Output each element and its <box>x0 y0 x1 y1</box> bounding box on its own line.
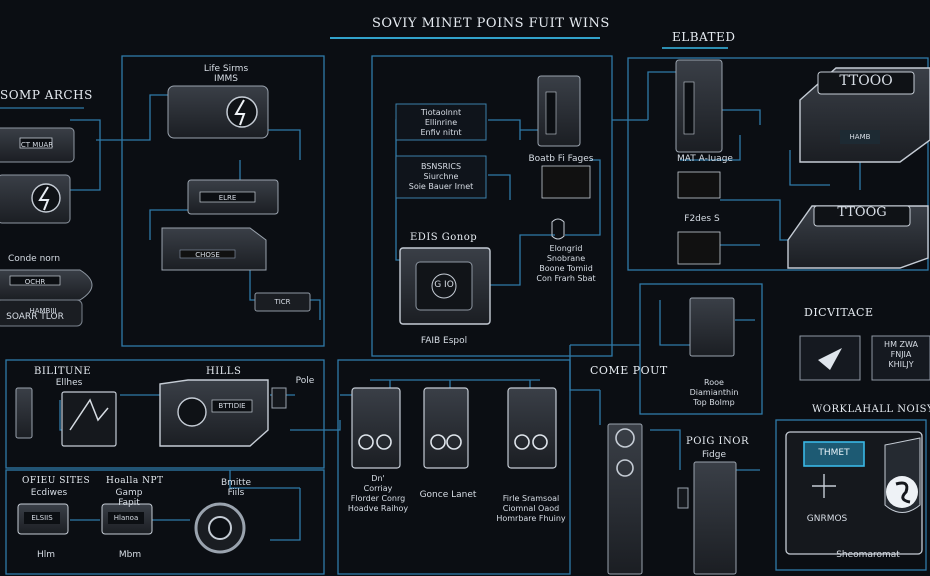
label-gk-mark: G IO <box>434 280 454 290</box>
label-ctr-b: ELRE <box>218 194 237 202</box>
label-thmet: THMET <box>818 448 850 458</box>
section-comp-pout: COME POUT <box>590 364 668 377</box>
label-soarr: SOARR TLOR <box>6 312 64 322</box>
label-dev-b: Mbm <box>118 550 142 560</box>
label-gnrmos: GNRMOS <box>806 514 848 524</box>
label-elbro-stack: Elongrid Snobrane Boone Tomiid Con Frarh… <box>536 244 596 283</box>
label-mflays: Fidge <box>702 450 726 460</box>
label-brtte: Bmitte Fiils <box>220 478 252 498</box>
label-mat-a: MAT A-Iuage <box>677 154 733 164</box>
label-dev-a: Hlm <box>36 550 56 560</box>
panel-bottom-left <box>5 359 325 469</box>
label-ecd: Ecdiwes <box>30 488 68 498</box>
label-dnt: Dn' Corriay Florder Conrg Hoadve Raihoy <box>347 474 409 513</box>
label-fire: Firle Sramsoal Ciomnal Oaod Homrbare Fhu… <box>496 494 566 523</box>
panel-workhall <box>775 419 927 571</box>
device-workhall <box>785 431 923 555</box>
label-pole: Pole <box>295 376 315 386</box>
panel-center <box>371 55 613 357</box>
section-poing-inor: POIG INOR <box>686 436 749 447</box>
label-hd-tab: HM ZWA FNJIA KHILJY <box>884 340 918 369</box>
panel-bottom-center <box>337 359 571 575</box>
section-hand-npt: Hoalla NPT <box>106 476 164 486</box>
panel-left-center <box>121 55 325 347</box>
section-workhall: WORKLAHALL NOISY <box>812 404 930 415</box>
device-switch <box>161 179 311 312</box>
label-sheman: Sheomaromat <box>836 550 900 560</box>
label-ctr-f: BTTIDIE <box>218 402 246 410</box>
device-ofeu <box>17 502 246 554</box>
device-lightning-router <box>167 85 269 139</box>
section-ofeu: OFIEU SITES <box>22 476 91 486</box>
label-ctr-c: CHOSE <box>195 251 220 259</box>
label-ct-tag: CT MUAR <box>20 141 54 149</box>
label-ctr-g: ELSIIS <box>31 514 53 522</box>
device-comp-tower <box>607 423 737 575</box>
label-ctr-e: TICR <box>274 298 291 306</box>
section-dicvitace: DICVITACE <box>804 306 874 319</box>
label-fad-espol: FAIB Espol <box>420 336 468 346</box>
label-device-b: TTOOG <box>837 205 887 220</box>
label-bsnsrics: BSNSRICS Siurchne Soie Bauer Irnet <box>408 162 474 191</box>
label-life-sirms: Life Sirms IMMS <box>203 64 249 84</box>
label-cond-norn: Conde norn <box>7 254 61 264</box>
label-device-a: TTOOO <box>839 73 893 89</box>
device-edis-group <box>399 247 491 325</box>
device-bilitune <box>15 379 287 447</box>
panel-mid-right <box>639 283 763 415</box>
section-bilitune: BILITUNE <box>34 366 92 377</box>
section-comp-archs: SOMP ARCHS <box>0 88 93 102</box>
device-box-right <box>787 67 930 269</box>
info-box-top <box>395 103 487 199</box>
label-bach-fi: Boatb Fi Fages <box>528 154 594 164</box>
panel-bottom-left-2 <box>5 469 325 575</box>
section-hills: HILLS <box>206 366 242 377</box>
diagram-title: SOVIY MINET POINS FUIT WINS <box>372 16 610 31</box>
label-top-note: Tiotaolnnt Ellinrine Enfiv nitnt <box>420 108 462 137</box>
label-ctr-i: HAMBIII <box>29 307 57 315</box>
device-comp-pout <box>689 297 930 381</box>
panel-right-top <box>627 57 929 271</box>
label-gonce: Gonce Lanet <box>419 490 477 500</box>
label-fbes: F2des S <box>684 214 720 224</box>
device-tall-server <box>675 59 723 265</box>
label-ctr-h: Hlanoa <box>113 514 139 522</box>
label-small-tag: HAMB <box>849 133 871 141</box>
section-elbated: ELBATED <box>672 30 736 44</box>
device-tower-group <box>351 387 557 469</box>
device-tower-top <box>537 75 591 240</box>
label-ctr-d: OCHR <box>24 278 46 286</box>
label-gnp: Gamp Fapit <box>115 488 143 508</box>
label-ellhes: Ellhes <box>55 378 83 388</box>
section-edis-group: EDIS Gonop <box>410 232 478 243</box>
label-rooe-unit: Rooe Diamianthin Top Bolmp <box>689 378 739 407</box>
device-stack-left <box>0 127 93 327</box>
